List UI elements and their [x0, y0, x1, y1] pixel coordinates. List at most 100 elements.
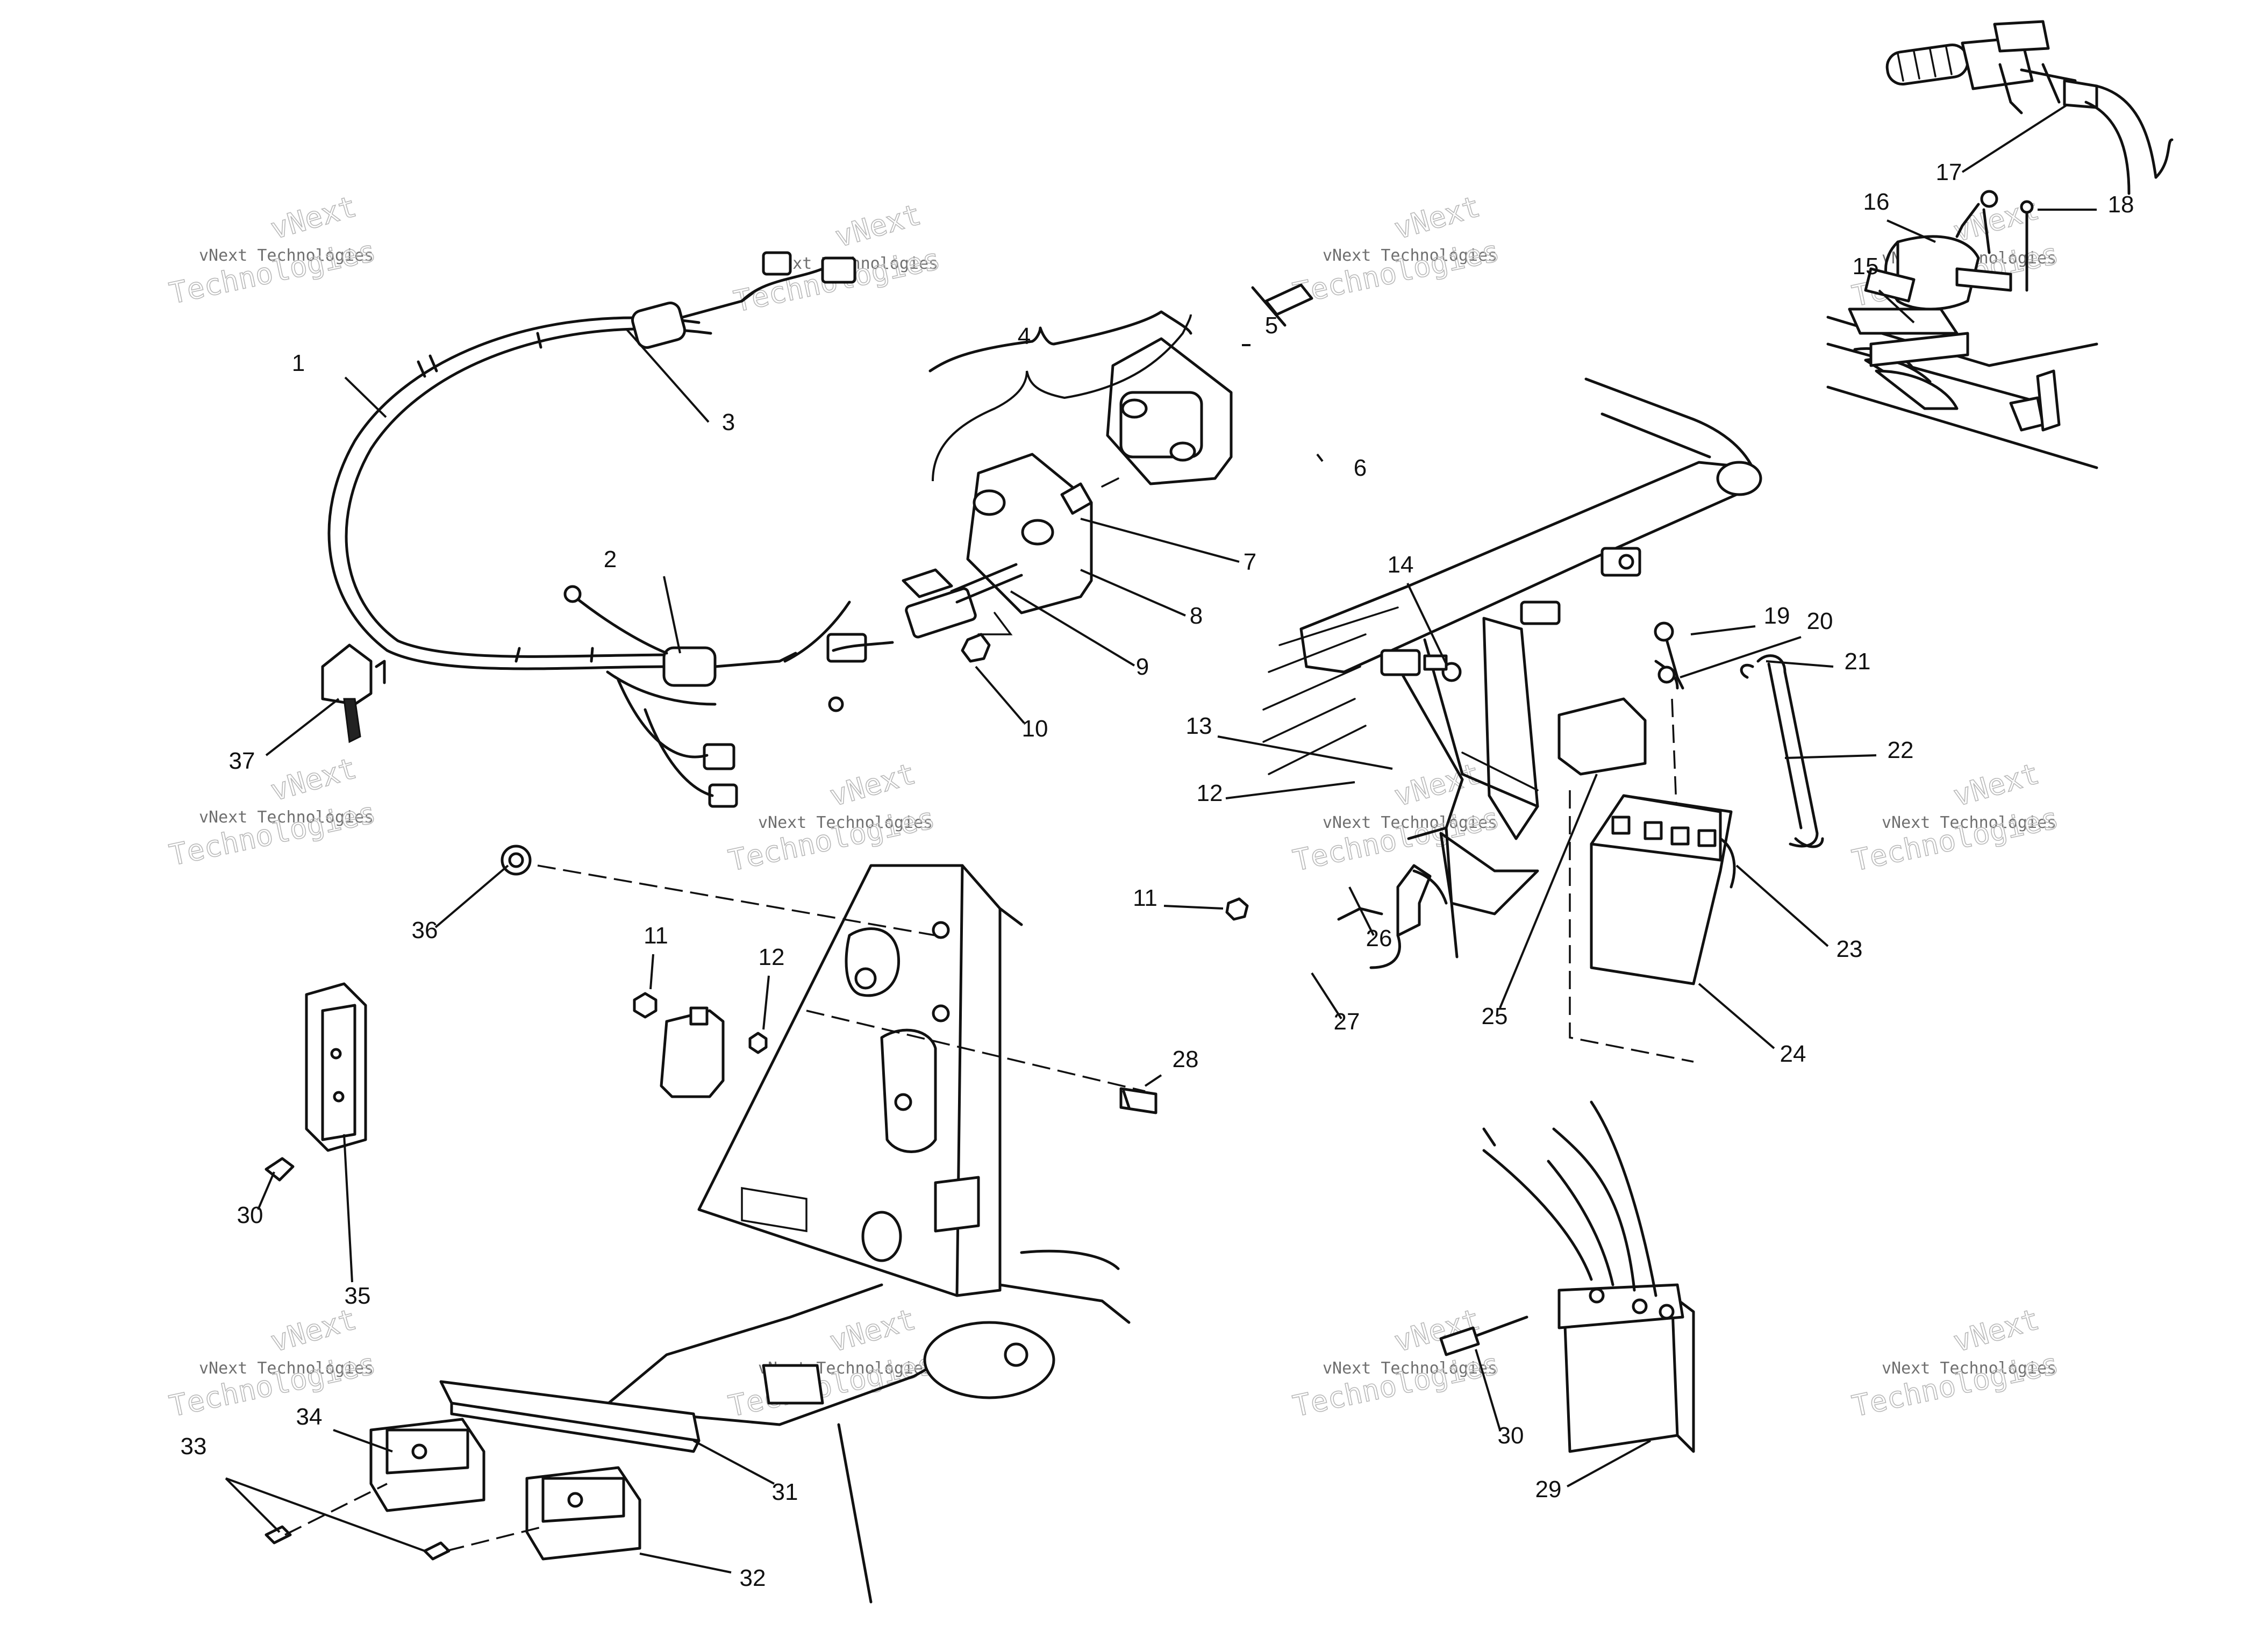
svg-text:vNext: vNext	[1390, 756, 1484, 813]
callout-31: 31	[772, 1479, 798, 1505]
callout-35: 35	[345, 1283, 371, 1309]
bracket-4	[932, 314, 1192, 482]
leader-line-1	[344, 376, 387, 418]
svg-text:vNext: vNext	[267, 189, 360, 246]
svg-text:vNext: vNext	[1390, 189, 1484, 246]
leader-line-23	[1735, 864, 1829, 947]
callout-30: 30	[237, 1202, 263, 1228]
svg-text:Technologies: Technologies	[1290, 1347, 1503, 1424]
leader-line-21	[1766, 660, 1834, 668]
callout-30: 30	[1498, 1422, 1524, 1449]
callout-11: 11	[1133, 885, 1157, 911]
leader-line-11	[1163, 905, 1224, 910]
wire-tie-icon	[321, 643, 386, 743]
svg-text:Technologies: Technologies	[1290, 234, 1503, 311]
callout-21: 21	[1845, 648, 1871, 675]
cdi-module	[1439, 1100, 1695, 1453]
leader-line-26	[1348, 886, 1375, 936]
leader-line-13	[1217, 735, 1393, 770]
svg-text:vNext: vNext	[1949, 1302, 2043, 1358]
leader-line-14	[1406, 583, 1447, 664]
callout-9: 9	[1136, 654, 1149, 680]
svg-text:vNext Technologies: vNext Technologies	[1323, 246, 1497, 265]
leader-line-35	[343, 1134, 353, 1283]
leader-line-19	[1690, 625, 1756, 635]
callout-23: 23	[1837, 936, 1863, 962]
rear-fender-plate	[501, 845, 1157, 1604]
callout-8: 8	[1190, 603, 1203, 629]
leader-line-28	[1144, 1074, 1162, 1087]
callout-37: 37	[229, 748, 255, 774]
svg-text:vNext: vNext	[1949, 756, 2043, 813]
leader-line-9	[1010, 590, 1135, 667]
callout-19: 19	[1764, 603, 1790, 629]
leader-line-20	[1680, 636, 1802, 678]
leader-line-12	[762, 975, 770, 1030]
callout-2: 2	[604, 546, 617, 573]
callout-13: 13	[1186, 713, 1212, 739]
leader-line-10	[975, 666, 1025, 724]
leader-line-15	[1878, 289, 1915, 324]
callout-12: 12	[1197, 780, 1223, 806]
svg-text:Technologies: Technologies	[1849, 801, 2062, 878]
callout-6: 6	[1354, 455, 1367, 481]
leader-line-22	[1784, 754, 1877, 759]
leader-line-7	[1080, 518, 1240, 563]
svg-text:vNext Technologies: vNext Technologies	[1882, 813, 2056, 832]
svg-text:Technologies: Technologies	[726, 1347, 938, 1424]
callout-3: 3	[722, 409, 735, 435]
callout-12: 12	[759, 944, 785, 970]
leader-line-37	[265, 698, 340, 756]
svg-text:vNext Technologies: vNext Technologies	[1323, 1359, 1497, 1378]
svg-text:vNext Technologies: vNext Technologies	[199, 246, 374, 265]
callout-16: 16	[1863, 189, 1890, 215]
battery-assembly	[1590, 621, 1824, 985]
callout-34: 34	[296, 1404, 323, 1430]
callout-33: 33	[181, 1433, 207, 1460]
leader-line-16	[1887, 219, 1936, 243]
wiring-harness	[327, 251, 894, 808]
callout-7: 7	[1244, 549, 1256, 575]
callout-22: 22	[1888, 737, 1914, 763]
leader-line-27	[1311, 972, 1342, 1020]
callout-25: 25	[1482, 1003, 1508, 1029]
svg-text:Technologies: Technologies	[167, 234, 379, 311]
leader-line-34	[333, 1429, 393, 1453]
leader-line-25	[1499, 774, 1598, 1009]
svg-text:vNext: vNext	[831, 197, 925, 254]
leader-line-11	[649, 954, 654, 990]
svg-text:vNext: vNext	[826, 756, 919, 813]
callout-36: 36	[412, 917, 438, 943]
svg-text:vNext Technologies: vNext Technologies	[199, 808, 374, 827]
callout-17: 17	[1936, 159, 1962, 185]
callout-10: 10	[1022, 716, 1048, 742]
callout-5: 5	[1265, 312, 1278, 339]
callout-29: 29	[1535, 1476, 1562, 1503]
callout-20: 20	[1807, 608, 1833, 634]
leader-line-30	[1475, 1349, 1501, 1431]
svg-text:Technologies: Technologies	[167, 1347, 379, 1424]
leader-line-33-1	[225, 1477, 425, 1552]
leader-line-33-0	[225, 1477, 281, 1533]
callout-28: 28	[1173, 1046, 1199, 1072]
callout-26: 26	[1366, 925, 1392, 952]
leader-line-30	[257, 1171, 275, 1210]
leader-line-2	[663, 576, 681, 654]
svg-text:vNext Technologies: vNext Technologies	[1323, 813, 1497, 832]
callout-15: 15	[1853, 253, 1879, 280]
leader-line-8	[1080, 569, 1186, 617]
leader-line-36	[434, 864, 509, 928]
leader-line-32	[639, 1553, 732, 1574]
callout-24: 24	[1780, 1041, 1806, 1067]
reflectors	[265, 982, 701, 1561]
leader-line-31	[693, 1440, 775, 1485]
svg-text:Technologies: Technologies	[1290, 801, 1503, 878]
